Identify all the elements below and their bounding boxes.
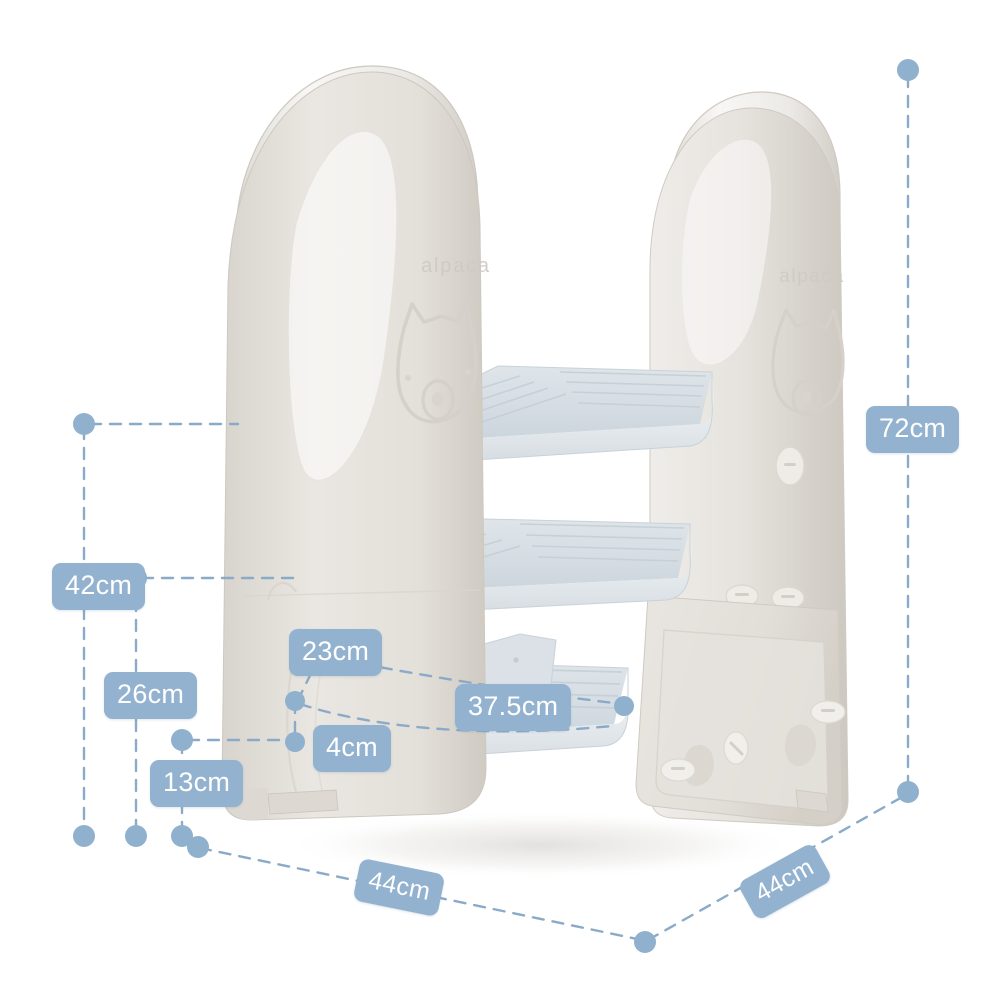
vertex-dot-step-width-right bbox=[614, 696, 634, 716]
animal-nose-dot-right bbox=[801, 391, 811, 403]
vertex-dot-base-left bbox=[187, 836, 209, 858]
vertex-dot-42-bottom bbox=[73, 825, 95, 847]
vertex-dot-42-top bbox=[73, 413, 95, 435]
brand-text-left: alpaca bbox=[421, 255, 491, 277]
animal-nose-emboss-left bbox=[421, 379, 455, 421]
dimension-label-72cm: 72cm bbox=[866, 406, 960, 453]
dimension-label-26cm: 26cm bbox=[104, 672, 198, 719]
foot-tab-right bbox=[795, 789, 829, 813]
vertex-dot-13-top bbox=[171, 729, 193, 751]
step-top-grooves bbox=[449, 371, 707, 427]
animal-nose-emboss-right bbox=[791, 379, 821, 417]
side-panel-left-contour bbox=[243, 589, 481, 597]
vertex-dot-right-base bbox=[897, 781, 919, 803]
dimline-step-edge bbox=[320, 654, 624, 706]
vertex-dot-step-depth-bottom bbox=[285, 691, 305, 711]
dimension-label-23cm: 23cm bbox=[289, 629, 383, 676]
dimension-label-37_5cm: 37.5cm bbox=[455, 684, 572, 731]
dimension-label-4cm: 4cm bbox=[313, 725, 391, 772]
foot-tab-left bbox=[267, 789, 339, 815]
dimension-label-13cm: 13cm bbox=[150, 760, 244, 807]
dimension-label-42cm: 42cm bbox=[52, 563, 146, 610]
vertex-dot-top-right bbox=[897, 59, 919, 81]
floor-shadow bbox=[280, 811, 800, 879]
vertex-dot-13-bottom bbox=[171, 825, 193, 847]
animal-face-emboss-left bbox=[396, 300, 478, 424]
side-panel-left-slot bbox=[287, 130, 398, 481]
side-panel-right-slot bbox=[681, 139, 772, 365]
animal-nose-dot-left bbox=[432, 392, 444, 406]
step-top bbox=[417, 365, 714, 463]
brand-text-right: alpaca bbox=[779, 266, 845, 287]
animal-face-emboss-right bbox=[771, 308, 845, 415]
vertex-dot-base-front bbox=[634, 931, 656, 953]
vertex-dot-step-thickness bbox=[285, 732, 305, 752]
vertex-dot-26-bottom bbox=[125, 825, 147, 847]
back-panel-recess-2 bbox=[784, 724, 817, 767]
